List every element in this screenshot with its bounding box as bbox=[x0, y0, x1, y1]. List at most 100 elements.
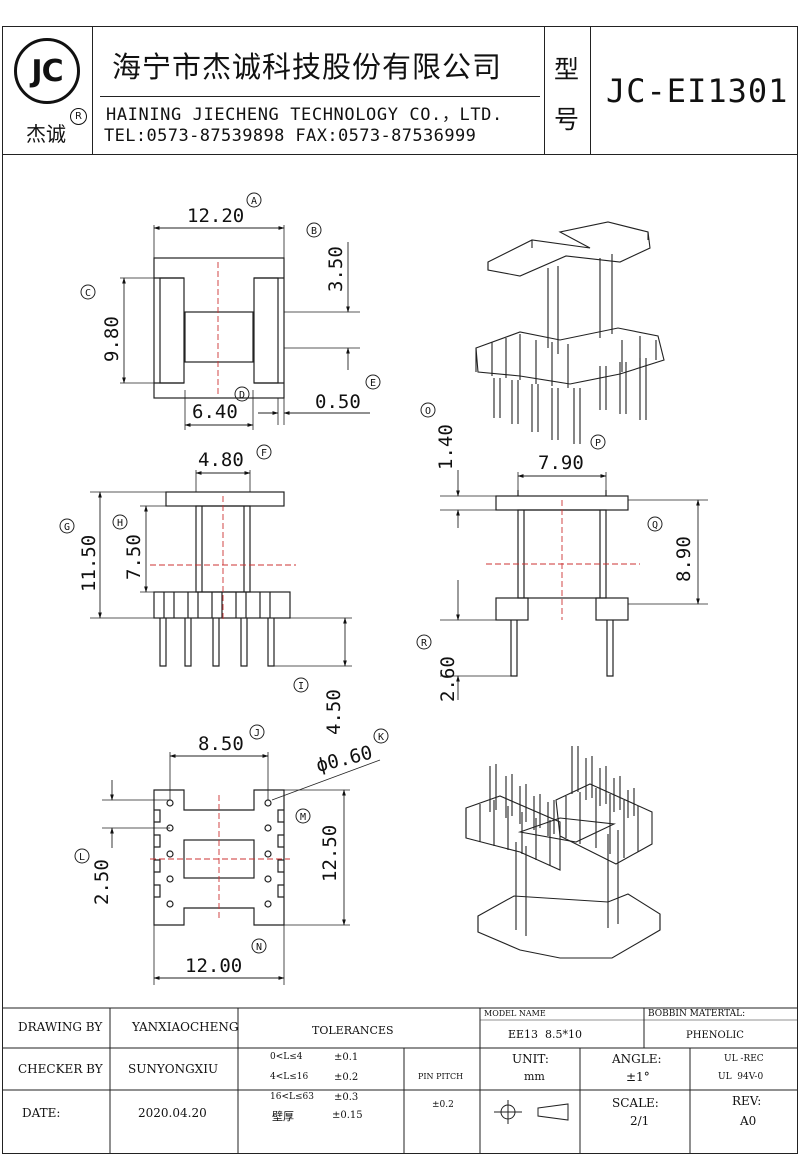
dim-D-value: 6.40 bbox=[192, 401, 238, 423]
dim-M-marker: M bbox=[295, 808, 311, 824]
dim-N-value: 12.00 bbox=[185, 955, 242, 977]
dim-J-marker: J bbox=[249, 724, 265, 740]
svg-text:R: R bbox=[421, 638, 428, 649]
dim-I-value: 4.50 bbox=[323, 689, 345, 735]
rev-value: A0 bbox=[740, 1114, 757, 1128]
svg-text:B: B bbox=[311, 226, 317, 237]
dim-H-marker: H bbox=[112, 514, 128, 530]
dim-L-value: 2.50 bbox=[91, 859, 113, 905]
front-view bbox=[90, 470, 352, 667]
checker-by-value: SUNYONGXIU bbox=[128, 1062, 219, 1076]
svg-text:J: J bbox=[254, 728, 260, 739]
pin-pitch-value: ±0.2 bbox=[432, 1100, 454, 1110]
tol-1-range: 0<L≤4 bbox=[270, 1052, 303, 1062]
dim-C-marker: C bbox=[80, 284, 96, 300]
dim-G-value: 11.50 bbox=[78, 535, 100, 592]
dim-P-value: 7.90 bbox=[538, 452, 584, 474]
company-logo: JC bbox=[14, 38, 80, 104]
svg-text:M: M bbox=[300, 812, 306, 823]
svg-text:L: L bbox=[79, 852, 85, 863]
svg-text:F: F bbox=[261, 448, 267, 459]
tol-2-value: ±0.2 bbox=[334, 1072, 359, 1083]
logo-text: JC bbox=[31, 53, 63, 89]
dim-N-marker: N bbox=[251, 938, 267, 954]
drawing-frame bbox=[2, 26, 798, 1154]
dim-C-value: 9.80 bbox=[101, 316, 123, 362]
ul-rec: UL -REC bbox=[724, 1054, 764, 1064]
model-number: JC-EI1301 bbox=[606, 72, 789, 110]
svg-text:N: N bbox=[256, 942, 262, 953]
dim-R-marker: R bbox=[416, 634, 432, 650]
registered-mark: R bbox=[70, 108, 87, 125]
top-view bbox=[120, 225, 370, 430]
isometric-view-bottom bbox=[465, 746, 661, 959]
title-block-grid bbox=[2, 1007, 798, 1154]
svg-text:H: H bbox=[117, 518, 123, 529]
svg-text:O: O bbox=[425, 406, 431, 417]
model-label-top: 型 bbox=[554, 55, 580, 84]
bobbin-material-label: BOBBIN MATERTAL: bbox=[648, 1009, 746, 1019]
date-label: DATE: bbox=[22, 1106, 61, 1120]
header-company-underline bbox=[100, 96, 540, 97]
logo-caption: 杰诚 bbox=[26, 122, 66, 146]
model-name-label: MODEL NAME bbox=[484, 1009, 546, 1018]
scale-label: SCALE: bbox=[612, 1096, 659, 1110]
tol-1-value: ±0.1 bbox=[334, 1052, 359, 1063]
dim-E-marker: E bbox=[365, 374, 381, 390]
dim-K-value: ϕ0.60 bbox=[314, 742, 375, 777]
svg-text:K: K bbox=[378, 732, 384, 743]
dim-F-value: 4.80 bbox=[198, 449, 244, 471]
ul-94v0: UL 94V-0 bbox=[718, 1072, 764, 1082]
dim-L-marker: L bbox=[74, 848, 90, 864]
dim-K-marker: K bbox=[373, 728, 389, 744]
company-contact: TEL:0573-87539898 FAX:0573-87536999 bbox=[104, 126, 477, 146]
dim-M-value: 12.50 bbox=[319, 825, 341, 882]
tol-2-range: 4<L≤16 bbox=[270, 1072, 309, 1082]
drawing-by-label: DRAWING BY bbox=[18, 1020, 103, 1034]
dim-A-marker: A bbox=[246, 192, 262, 208]
tol-wall-value: ±0.15 bbox=[332, 1110, 363, 1121]
model-name-value: EE13 8.5*10 bbox=[508, 1028, 583, 1041]
scale-value: 2/1 bbox=[630, 1114, 650, 1128]
dim-P-marker: P bbox=[590, 434, 606, 450]
unit-label: UNIT: bbox=[512, 1052, 549, 1066]
dim-R-value: 2.60 bbox=[437, 656, 459, 702]
svg-text:Q: Q bbox=[652, 520, 658, 531]
company-name-en: HAINING JIECHENG TECHNOLOGY CO.，LTD. bbox=[106, 105, 503, 125]
drawing-by-value: YANXIAOCHENG bbox=[132, 1020, 239, 1034]
tol-wall-label: 壁厚 bbox=[272, 1110, 294, 1123]
dim-F-marker: F bbox=[256, 444, 272, 460]
company-name-cn: 海宁市杰诚科技股份有限公司 bbox=[112, 50, 503, 84]
dim-I-marker: I bbox=[293, 677, 309, 693]
isometric-view-top bbox=[475, 221, 665, 444]
header-logo-divider bbox=[92, 26, 93, 154]
header-divider bbox=[2, 154, 798, 155]
dim-A-value: 12.20 bbox=[187, 205, 244, 227]
bottom-view bbox=[102, 752, 381, 985]
pin-pitch-label: PIN PITCH bbox=[418, 1072, 464, 1081]
dim-E-value: 0.50 bbox=[315, 391, 361, 413]
angle-value: ±1° bbox=[626, 1070, 650, 1084]
dim-J-value: 8.50 bbox=[198, 733, 244, 755]
svg-text:A: A bbox=[251, 196, 257, 207]
side-view bbox=[440, 470, 708, 700]
svg-text:P: P bbox=[595, 438, 601, 449]
svg-text:D: D bbox=[239, 390, 245, 401]
tolerances-label: TOLERANCES bbox=[312, 1024, 394, 1037]
svg-text:G: G bbox=[64, 522, 70, 533]
dim-D-marker: D bbox=[234, 386, 250, 402]
date-value: 2020.04.20 bbox=[138, 1106, 207, 1120]
header-company-divider bbox=[544, 26, 545, 154]
bobbin-material-value: PHENOLIC bbox=[686, 1030, 744, 1041]
model-label-bottom: 号 bbox=[554, 105, 580, 134]
dim-Q-value: 8.90 bbox=[673, 536, 695, 582]
angle-label: ANGLE: bbox=[612, 1052, 662, 1066]
dim-H-value: 7.50 bbox=[123, 534, 145, 580]
dim-Q-marker: Q bbox=[647, 516, 663, 532]
tol-3-range: 16<L≤63 bbox=[270, 1092, 314, 1102]
dim-B-marker: B bbox=[306, 222, 322, 238]
dim-O-marker: O bbox=[420, 402, 436, 418]
svg-text:I: I bbox=[298, 681, 304, 692]
dim-B-value: 3.50 bbox=[325, 246, 347, 292]
